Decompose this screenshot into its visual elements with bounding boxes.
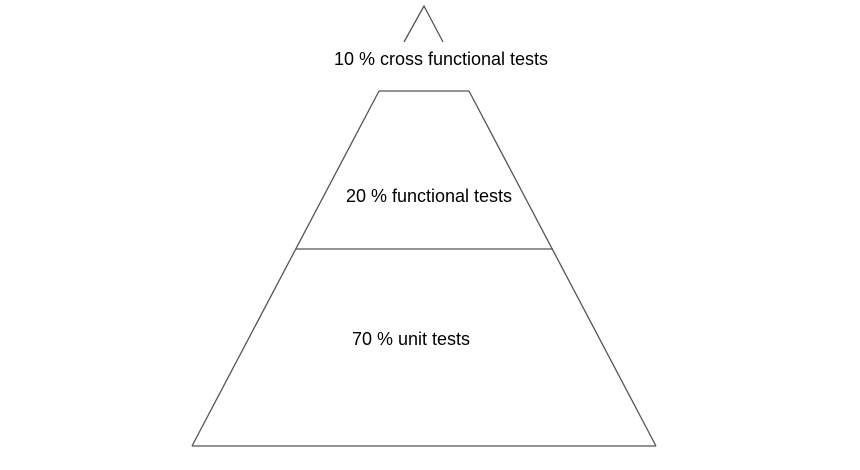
tier-label-functional: 20 % functional tests xyxy=(346,186,512,206)
pyramid-left-edge xyxy=(191,90,380,447)
pyramid-right-edge xyxy=(468,90,657,447)
tier-label-cross-functional: 10 % cross functional tests xyxy=(334,49,548,69)
pyramid-apex xyxy=(403,4,444,43)
tier-label-unit: 70 % unit tests xyxy=(352,329,470,349)
